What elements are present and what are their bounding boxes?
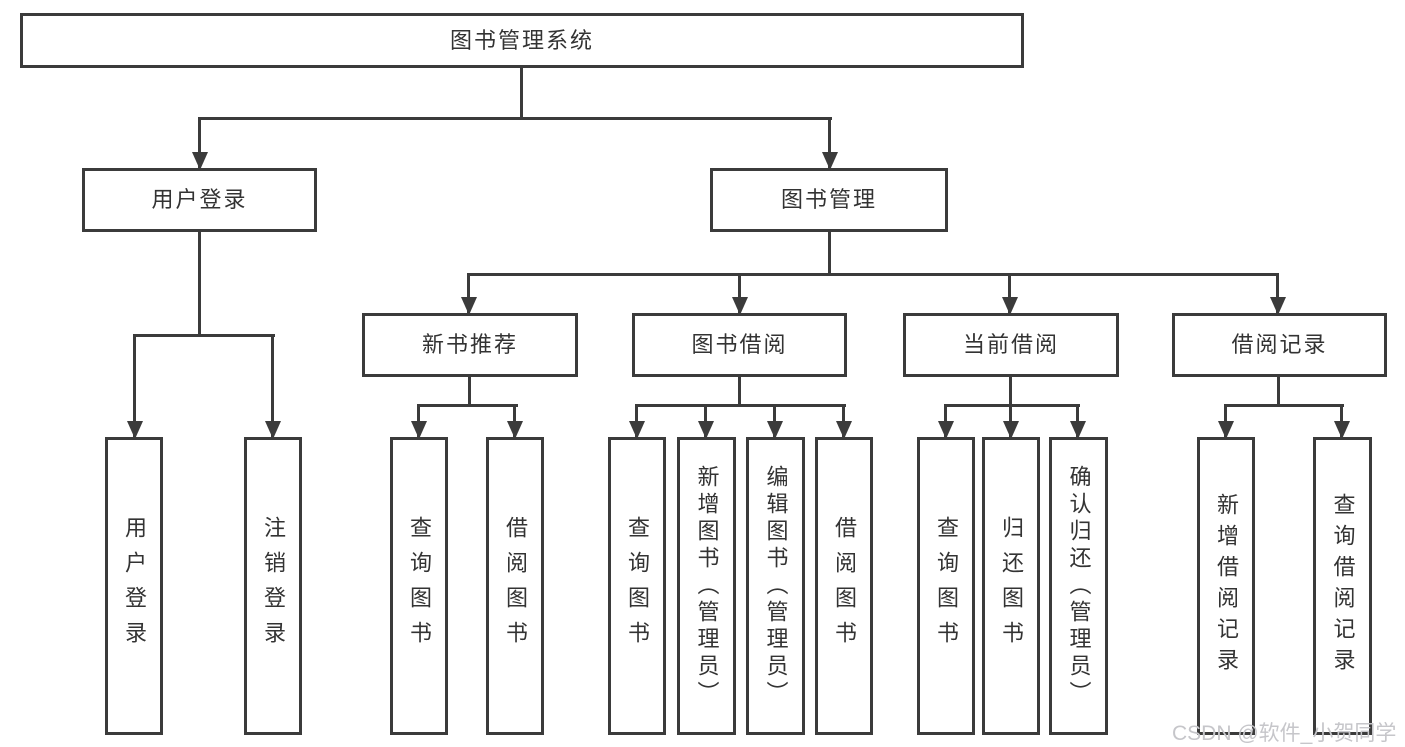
- node-book-borrow-label: 图书借阅: [691, 332, 788, 357]
- connector-level3-split: [467, 273, 1279, 276]
- leaf-logout: 注销登录: [244, 437, 302, 735]
- connector-group5-stem: [1277, 375, 1280, 406]
- connector-arrow-g2-borrow: [513, 406, 516, 439]
- leaf-query-borrow-record-label: 查询借阅记录: [1330, 493, 1356, 679]
- node-borrow-record: 借阅记录: [1172, 313, 1387, 377]
- watermark: CSDN @软件_小贺同学: [1172, 722, 1397, 745]
- connector-arrow-g5-query: [1340, 406, 1343, 439]
- node-current-borrow: 当前借阅: [903, 313, 1119, 377]
- node-current-borrow-label: 当前借阅: [962, 332, 1059, 357]
- connector-group2-stem: [468, 375, 471, 406]
- connector-arrow-borrow-record: [1276, 275, 1279, 315]
- leaf-edit-book-admin-label: 编辑图书（管理员）: [763, 464, 789, 708]
- connector-book-management-stem: [828, 230, 831, 275]
- connector-arrow-g2-query: [417, 406, 420, 439]
- node-book-management: 图书管理: [710, 168, 948, 232]
- leaf-confirm-return-admin-label: 确认归还（管理员）: [1066, 464, 1092, 708]
- connector-group5-split: [1224, 404, 1344, 407]
- node-new-book-recommend-label: 新书推荐: [421, 332, 518, 357]
- connector-group4-stem: [1009, 375, 1012, 406]
- leaf-confirm-return-admin: 确认归还（管理员）: [1049, 437, 1108, 735]
- leaf-borrow-books-label: 借阅图书: [832, 516, 857, 656]
- node-user-login-label: 用户登录: [151, 187, 248, 212]
- node-borrow-record-label: 借阅记录: [1231, 332, 1328, 357]
- node-user-login: 用户登录: [82, 168, 317, 232]
- connector-arrow-g3-query: [635, 406, 638, 439]
- leaf-borrow-books-recommend-label: 借阅图书: [503, 516, 528, 656]
- leaf-borrow-books-recommend: 借阅图书: [486, 437, 544, 735]
- leaf-query-books-borrow: 查询图书: [608, 437, 666, 735]
- node-new-book-recommend: 新书推荐: [362, 313, 578, 377]
- leaf-query-books-borrow-label: 查询图书: [625, 516, 650, 656]
- leaf-logout-label: 注销登录: [261, 516, 286, 656]
- connector-arrow-leaf-user-login: [133, 336, 136, 439]
- connector-root-stem: [520, 66, 523, 119]
- connector-arrow-current-borrow: [1008, 275, 1011, 315]
- leaf-query-borrow-record: 查询借阅记录: [1313, 437, 1372, 735]
- leaf-borrow-books: 借阅图书: [815, 437, 873, 735]
- connector-group4-split: [944, 404, 1080, 407]
- node-root-library-system: 图书管理系统: [20, 13, 1024, 68]
- leaf-add-borrow-record-label: 新增借阅记录: [1214, 493, 1239, 679]
- connector-group3-stem: [738, 375, 741, 406]
- connector-arrow-g4-return: [1009, 406, 1012, 439]
- connector-arrow-g4-confirm: [1076, 406, 1079, 439]
- node-root-label: 图书管理系统: [449, 27, 594, 53]
- connector-arrow-new-book-recommend: [467, 275, 470, 315]
- connector-arrow-user-login: [198, 119, 201, 170]
- connector-user-login-stem: [198, 230, 201, 336]
- leaf-return-books-label: 归还图书: [999, 516, 1024, 656]
- connector-arrow-g3-add: [704, 406, 707, 439]
- leaf-user-login: 用户登录: [105, 437, 163, 735]
- connector-arrow-book-management: [828, 119, 831, 170]
- node-book-management-label: 图书管理: [780, 187, 877, 212]
- leaf-return-books: 归还图书: [982, 437, 1040, 735]
- connector-arrow-book-borrow: [738, 275, 741, 315]
- connector-level2-split: [198, 117, 832, 120]
- leaf-query-books-recommend-label: 查询图书: [407, 516, 432, 656]
- node-book-borrow: 图书借阅: [632, 313, 847, 377]
- connector-group1-split: [133, 334, 275, 337]
- connector-arrow-leaf-logout: [271, 336, 274, 439]
- leaf-user-login-label: 用户登录: [122, 516, 147, 656]
- leaf-query-books-current-label: 查询图书: [934, 516, 959, 656]
- leaf-add-book-admin-label: 新增图书（管理员）: [694, 464, 720, 708]
- leaf-edit-book-admin: 编辑图书（管理员）: [746, 437, 805, 735]
- leaf-query-books-current: 查询图书: [917, 437, 975, 735]
- connector-arrow-g3-borrow: [842, 406, 845, 439]
- connector-group3-split: [635, 404, 846, 407]
- leaf-query-books-recommend: 查询图书: [390, 437, 448, 735]
- leaf-add-borrow-record: 新增借阅记录: [1197, 437, 1255, 735]
- connector-arrow-g4-query: [944, 406, 947, 439]
- connector-group2-split: [417, 404, 518, 407]
- connector-arrow-g5-add: [1224, 406, 1227, 439]
- leaf-add-book-admin: 新增图书（管理员）: [677, 437, 736, 735]
- connector-arrow-g3-edit: [773, 406, 776, 439]
